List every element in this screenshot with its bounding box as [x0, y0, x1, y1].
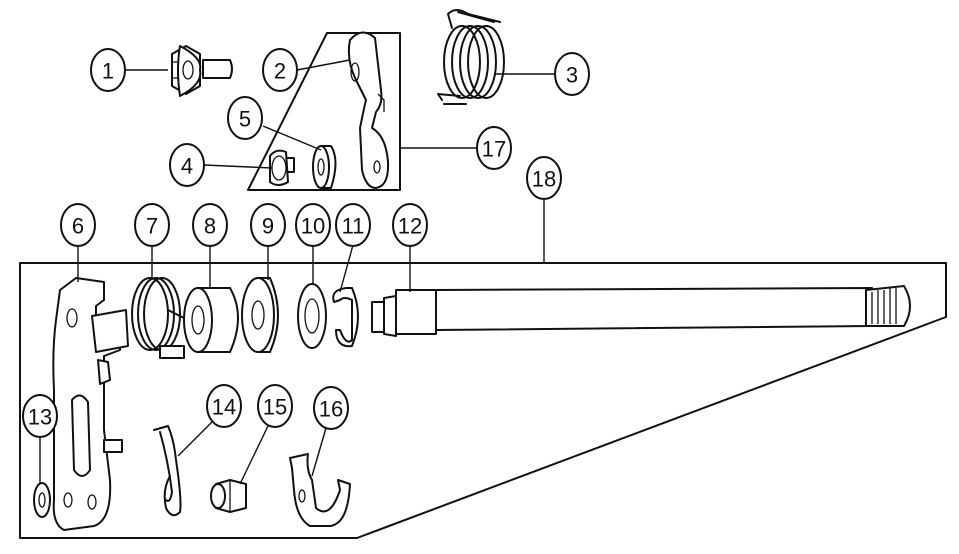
- bushing-part: [210, 479, 247, 513]
- pivot-pin-part: [269, 149, 295, 186]
- callout-18: 18: [526, 156, 562, 200]
- wire-spring-part: [153, 425, 182, 517]
- callout-label: 9: [262, 214, 274, 239]
- callout-17: 17: [476, 126, 512, 170]
- callout-5: 5: [227, 96, 263, 140]
- callout-10: 10: [295, 203, 331, 247]
- callout-label: 11: [342, 214, 365, 239]
- callout-label: 6: [72, 214, 84, 239]
- shift-arm-part: [347, 31, 390, 189]
- callout-label: 4: [181, 154, 193, 179]
- callout-12: 12: [392, 203, 428, 247]
- circlip-part: [332, 287, 359, 348]
- callout-1: 1: [90, 48, 126, 92]
- thin-washer-part: [297, 283, 327, 349]
- callout-label: 17: [482, 137, 506, 162]
- callout-14: 14: [206, 384, 242, 428]
- torsion-spring-part: [437, 9, 505, 105]
- callout-label: 1: [102, 59, 114, 84]
- shift-shaft-part: [371, 285, 911, 337]
- flange-bolt-part: [171, 45, 233, 97]
- leader-lines: [39, 59, 556, 485]
- callout-label: 12: [398, 214, 422, 239]
- callout-13: 13: [22, 394, 58, 438]
- callout-label: 13: [28, 405, 52, 430]
- callout-label: 10: [301, 214, 325, 239]
- callout-label: 2: [274, 59, 286, 84]
- callout-9: 9: [250, 203, 286, 247]
- callout-label: 14: [212, 395, 236, 420]
- callout-11: 11: [335, 203, 371, 247]
- callout-label: 8: [204, 214, 216, 239]
- callout-2: 2: [262, 48, 298, 92]
- small-washer-part: [312, 145, 337, 189]
- callout-15: 15: [257, 384, 293, 428]
- callout-8: 8: [192, 203, 228, 247]
- assembly-18-frame: [19, 262, 947, 539]
- callout-label: 7: [146, 214, 158, 239]
- callout-16: 16: [313, 386, 349, 430]
- callout-7: 7: [134, 203, 170, 247]
- callout-3: 3: [554, 52, 590, 96]
- collar-part: [183, 287, 239, 353]
- shift-plate-part: [52, 277, 129, 531]
- callout-label: 15: [263, 395, 287, 420]
- assembly-17-frame: [247, 32, 401, 191]
- callout-label: 3: [566, 63, 578, 88]
- callout-6: 6: [60, 203, 96, 247]
- callout-label: 16: [319, 397, 343, 422]
- callout-label: 5: [239, 107, 251, 132]
- small-washer-lower-part: [33, 482, 51, 518]
- callout-4: 4: [169, 143, 205, 187]
- detent-bracket-part: [289, 453, 351, 527]
- thick-washer-part: [241, 277, 279, 353]
- callout-label: 18: [532, 167, 556, 192]
